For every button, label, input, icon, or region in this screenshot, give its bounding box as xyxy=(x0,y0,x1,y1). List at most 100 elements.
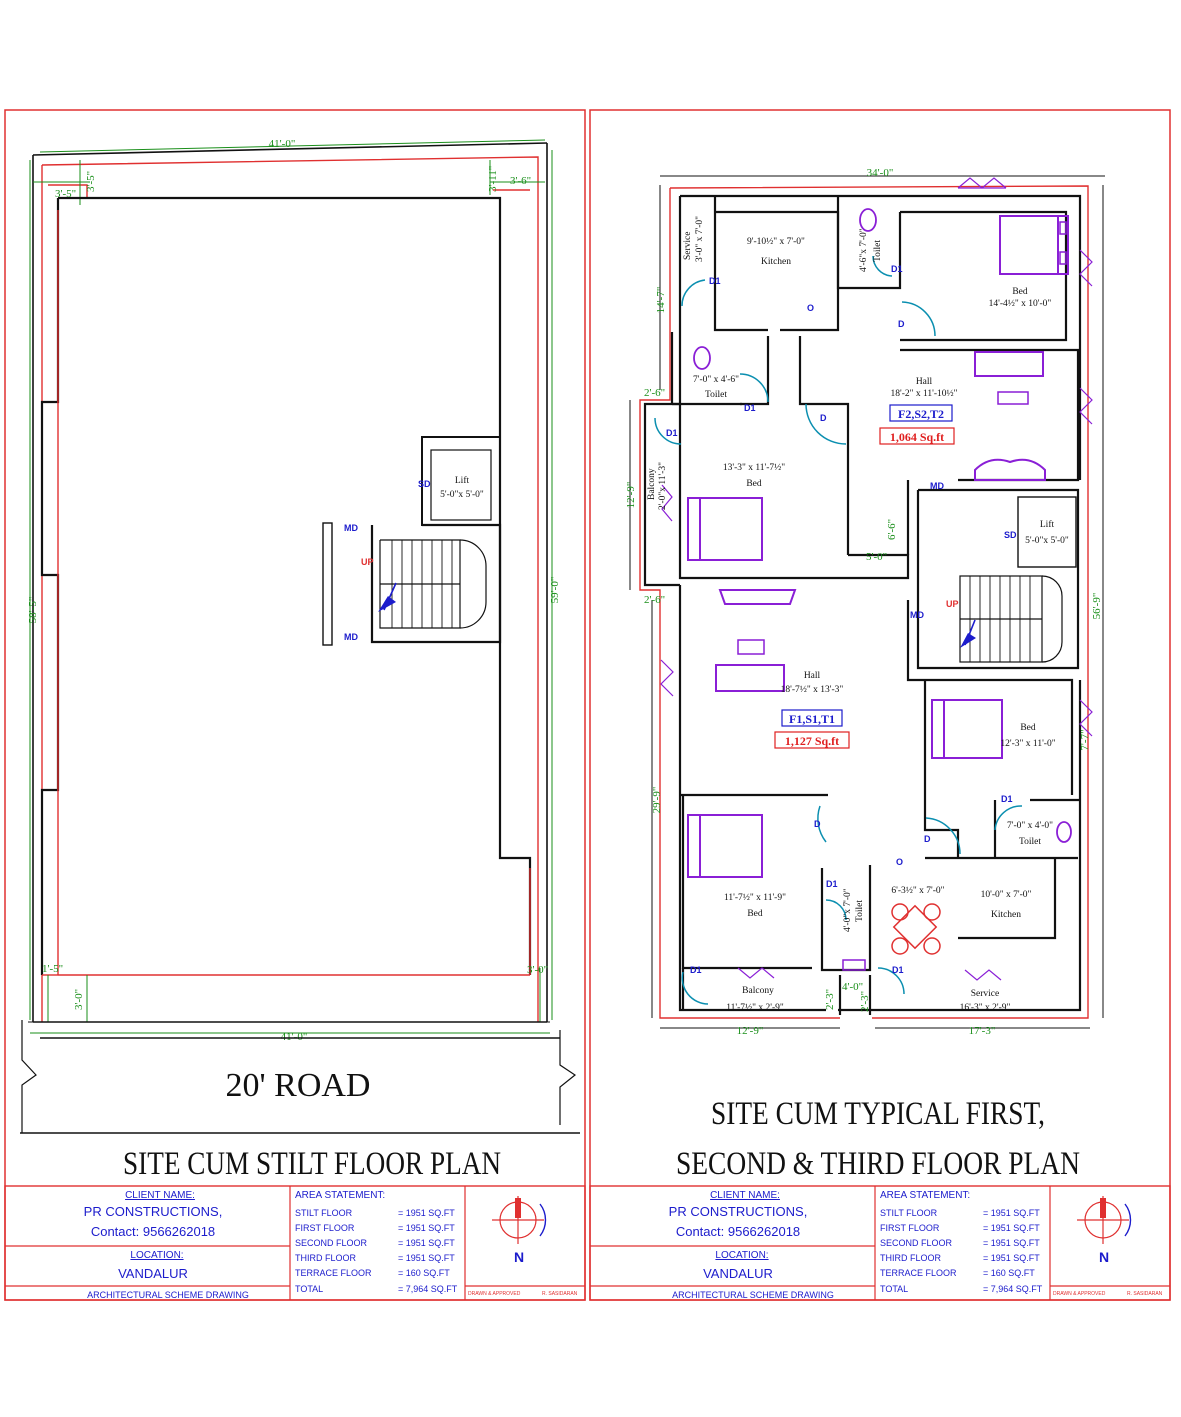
typical-floor-plan xyxy=(629,175,1105,1029)
unit-top-area-box xyxy=(879,427,955,445)
door-d1: D1 xyxy=(826,879,838,889)
unit-top-tag-box xyxy=(889,404,953,422)
door-d: D xyxy=(898,319,905,329)
area-row-value: = 1951 SQ.FT xyxy=(398,1238,455,1248)
area-row-label: TOTAL xyxy=(295,1284,323,1294)
area-row-label: FIRST FLOOR xyxy=(295,1223,355,1233)
typ-bottom-right: 17'-3" xyxy=(969,1025,996,1037)
area-row-label: TOTAL xyxy=(880,1284,908,1294)
stilt-bottom-width: 41'-0" xyxy=(281,1031,308,1043)
stilt-right-height: 59'-0" xyxy=(549,577,561,604)
room-bed-mid-left: Bed xyxy=(746,479,762,489)
area-row-label: TERRACE FLOOR xyxy=(295,1268,372,1278)
stilt-sd: SD xyxy=(418,479,431,489)
client-name: PR CONSTRUCTIONS, xyxy=(84,1204,223,1219)
door-md: MD xyxy=(910,610,924,620)
room-bed-bottom-left: Bed xyxy=(747,909,763,919)
area-row-value: = 7,964 SQ.FT xyxy=(398,1284,458,1294)
room-service-bottom-size: 16'-3" x 2'-9" xyxy=(960,1003,1011,1013)
typ-top-width: 34'-0" xyxy=(867,167,894,179)
stilt-setback-bl: 1'-5" xyxy=(42,963,63,975)
room-balcony-left: Balcony xyxy=(647,468,657,500)
area-row-value: = 1951 SQ.FT xyxy=(983,1208,1040,1218)
stilt-setback-tl-b: 3'-5" xyxy=(85,171,97,192)
typ-left-mid: 12'-9" xyxy=(625,482,637,509)
room-bed-top-right-size: 14'-4½" x 10'-0" xyxy=(989,298,1052,309)
area-row-label: SECOND FLOOR xyxy=(295,1238,368,1248)
area-row-label: STILT FLOOR xyxy=(295,1208,353,1218)
area-header: AREA STATEMENT: xyxy=(880,1190,970,1201)
area-row-label: TERRACE FLOOR xyxy=(880,1268,957,1278)
typ-bottom-left: 12'-9" xyxy=(737,1025,764,1037)
room-bed-bottom-left-size: 11'-7½" x 11'-9" xyxy=(724,892,786,903)
title-block-left xyxy=(4,1185,586,1301)
client-contact: Contact: 9566262018 xyxy=(676,1224,800,1239)
room-bed-bottom-right: Bed xyxy=(1020,723,1036,733)
door-d1: D1 xyxy=(744,403,756,413)
typ-right-main: 56'-9" xyxy=(1091,593,1103,620)
location-header: LOCATION: xyxy=(715,1250,768,1261)
stilt-setback-tl-a: 3'-5" xyxy=(55,188,76,200)
room-toilet-top: Toilet xyxy=(873,240,883,262)
drawing-type: ARCHITECTURAL SCHEME DRAWING xyxy=(87,1290,249,1300)
area-row-value: = 1951 SQ.FT xyxy=(983,1253,1040,1263)
door-d1: D1 xyxy=(666,428,678,438)
door-d: D xyxy=(820,413,827,423)
door-d1: D1 xyxy=(1001,794,1013,804)
typ-stair-w: 5'-0" xyxy=(866,551,887,563)
stilt-up: UP xyxy=(361,557,374,567)
stilt-md-top: MD xyxy=(344,523,358,533)
stilt-plan-title: SITE CUM STILT FLOOR PLAN xyxy=(123,1146,501,1182)
location-value: VANDALUR xyxy=(703,1266,773,1281)
room-balcony-left-size: 2'-0"x 11'-3" xyxy=(658,462,668,510)
room-toilet-bottom-right-size: 7'-0" x 4'-0" xyxy=(1007,821,1053,831)
area-row-value: = 1951 SQ.FT xyxy=(398,1253,455,1263)
room-hall-bottom: Hall xyxy=(804,671,821,681)
door-d1: D1 xyxy=(709,276,721,286)
door-o: O xyxy=(896,857,903,867)
area-row-label: THIRD FLOOR xyxy=(295,1253,357,1263)
room-toilet-bottom-right: Toilet xyxy=(1019,837,1041,847)
client-contact: Contact: 9566262018 xyxy=(91,1224,215,1239)
room-kitchen-bottom-size: 10'-0" x 7'-0" xyxy=(981,890,1032,900)
stilt-setback-tr-b: 3'-6" xyxy=(510,175,531,187)
unit-bottom-area-box xyxy=(774,731,850,749)
unit-top-area: 1,064 Sq.ft xyxy=(890,430,944,444)
room-toilet-mid-size: 7'-0" x 4'-6" xyxy=(693,375,739,385)
typ-small-a: 2'-3" xyxy=(824,989,836,1010)
room-hall-bottom-size: 18'-7½" x 13'-3" xyxy=(781,684,844,695)
stilt-setback-tr-a: 3'-11" xyxy=(487,166,499,192)
room-kitchen-bottom: Kitchen xyxy=(991,910,1021,920)
room-toilet-bottom-mid-size: 4'-0"x 7'-0" xyxy=(843,888,853,932)
unit-top-tag: F2,S2,T2 xyxy=(898,407,944,421)
drawn-label: DRAWN & APPROVED xyxy=(1053,1291,1106,1297)
room-dining-size: 6'-3½" x 7'-0" xyxy=(891,885,944,896)
door-sd: SD xyxy=(1004,530,1017,540)
room-lift-size: 5'-0"x 5'-0" xyxy=(1025,536,1069,546)
door-md: MD xyxy=(930,481,944,491)
drawn-name: R. SASIDARAN xyxy=(542,1291,578,1297)
area-row-label: SECOND FLOOR xyxy=(880,1238,953,1248)
room-hall-top: Hall xyxy=(916,377,933,387)
stilt-lift-label: Lift xyxy=(455,475,470,486)
unit-bottom-tag: F1,S1,T1 xyxy=(789,712,835,726)
left-sheet-border xyxy=(4,109,586,1301)
typ-stair-h: 6'-6" xyxy=(886,519,898,540)
stilt-lift-size: 5'-0"x 5'-0" xyxy=(440,490,484,500)
unit-bottom-area: 1,127 Sq.ft xyxy=(785,734,839,748)
room-service-bottom: Service xyxy=(971,989,1000,999)
door-d: D xyxy=(924,834,931,844)
room-toilet-top-size: 4'-6"x 7'-0" xyxy=(859,228,869,272)
north-label: N xyxy=(1099,1249,1109,1265)
door-d1: D1 xyxy=(690,965,702,975)
room-lift: Lift xyxy=(1040,519,1055,530)
room-service-top: Service xyxy=(683,232,693,261)
stilt-top-width: 41'-0" xyxy=(269,138,296,150)
area-header: AREA STATEMENT: xyxy=(295,1190,385,1201)
room-bed-top-right: Bed xyxy=(1012,287,1028,297)
door-up: UP xyxy=(946,599,959,609)
door-d1: D1 xyxy=(892,965,904,975)
room-hall-top-size: 18'-2" x 11'-10½" xyxy=(890,388,957,399)
stilt-front-setback: 3'-0" xyxy=(73,989,85,1010)
